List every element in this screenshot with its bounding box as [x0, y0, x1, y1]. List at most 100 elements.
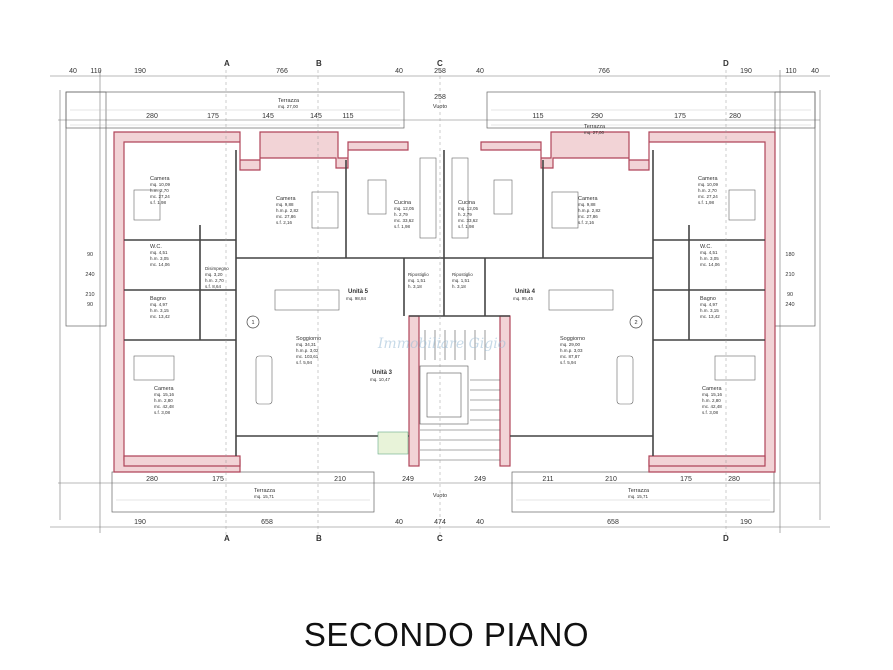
svg-text:210: 210	[334, 476, 346, 483]
svg-text:Soggiorno: Soggiorno	[560, 336, 585, 342]
svg-text:h. 2,79: h. 2,79	[394, 212, 408, 217]
svg-text:mc. 33,62: mc. 33,62	[458, 218, 478, 223]
svg-text:145: 145	[262, 113, 274, 120]
svg-text:mc. 42,48: mc. 42,48	[154, 404, 174, 409]
svg-text:h. 3,18: h. 3,18	[452, 284, 466, 289]
bottom-inner-dims: 280 175 210 249 249 211 210 175 280	[146, 476, 740, 483]
svg-text:110: 110	[785, 68, 796, 75]
svg-text:Camera: Camera	[578, 196, 599, 202]
svg-text:280: 280	[728, 476, 740, 483]
svg-text:Unità 5: Unità 5	[348, 289, 369, 295]
svg-text:mq. 12,05: mq. 12,05	[394, 206, 415, 211]
svg-text:190: 190	[134, 519, 146, 526]
svg-text:210: 210	[85, 292, 94, 298]
svg-text:40: 40	[395, 68, 403, 75]
svg-text:40: 40	[476, 519, 484, 526]
vuoto-bottom-label: Vuoto	[433, 493, 447, 499]
svg-text:mc. 14,06: mc. 14,06	[150, 262, 170, 267]
room-label-9: Soggiorno mq. 34,31 h.m.p. 3,02 mc. 103,…	[296, 336, 321, 365]
svg-text:mc. 14,06: mc. 14,06	[700, 262, 720, 267]
svg-text:mq. 15,71: mq. 15,71	[628, 494, 649, 499]
svg-text:175: 175	[674, 113, 686, 120]
svg-text:145: 145	[310, 113, 322, 120]
svg-text:115: 115	[532, 113, 543, 120]
svg-text:s.f. 1,98: s.f. 1,98	[394, 224, 411, 229]
svg-text:s.f. 1,98: s.f. 1,98	[150, 200, 167, 205]
svg-text:s.f. 2,16: s.f. 2,16	[578, 220, 595, 225]
marker-2: 2	[629, 315, 643, 329]
svg-text:mq. 15,16: mq. 15,16	[154, 392, 175, 397]
svg-text:W.C.: W.C.	[700, 244, 712, 250]
room-label-2: Camera mq. 9,88 h.m.p. 2,82 mc. 27,86 s.…	[276, 196, 299, 225]
svg-text:mc. 27,24: mc. 27,24	[698, 194, 718, 199]
svg-text:Terrazza: Terrazza	[628, 488, 650, 494]
svg-text:190: 190	[740, 68, 752, 75]
svg-text:mc. 27,86: mc. 27,86	[276, 214, 296, 219]
svg-text:258: 258	[434, 68, 446, 75]
svg-text:mc. 13,42: mc. 13,42	[150, 314, 170, 319]
svg-text:Bagno: Bagno	[150, 296, 166, 302]
svg-text:2: 2	[634, 320, 637, 326]
svg-text:h. 3,18: h. 3,18	[408, 284, 422, 289]
svg-text:766: 766	[598, 68, 610, 75]
svg-text:mq. 1,51: mq. 1,51	[408, 278, 426, 283]
svg-text:175: 175	[207, 113, 219, 120]
svg-text:mq. 1,51: mq. 1,51	[452, 278, 470, 283]
svg-text:Terrazza: Terrazza	[584, 124, 606, 130]
room-label-1: Camera mq. 10,09 h.m. 2,70 mc. 27,24 s.f…	[150, 176, 171, 205]
svg-text:90: 90	[87, 252, 93, 258]
svg-text:180: 180	[785, 252, 794, 258]
svg-text:s.f. 5,94: s.f. 5,94	[560, 360, 577, 365]
top-inner-dims: 280 175 145 145 115 115 290 175 280	[146, 113, 741, 120]
room-label-11: Camera mq. 15,16 h.m. 2,80 mc. 42,48 s.f…	[154, 386, 175, 415]
room-label-13: W.C. mq. 4,51 h.m. 3,05 mc. 14,06	[700, 244, 720, 267]
svg-text:280: 280	[729, 113, 741, 120]
svg-text:40: 40	[69, 68, 77, 75]
axis-d-bottom: D	[723, 534, 729, 543]
dimension-lines	[50, 70, 830, 533]
room-label-8: Bagno mq. 4,97 h.m. 3,15 mc. 13,42	[150, 296, 170, 319]
svg-text:474: 474	[434, 519, 446, 526]
svg-text:s.f. 3,08: s.f. 3,08	[702, 410, 719, 415]
svg-text:s.f. 5,94: s.f. 5,94	[296, 360, 313, 365]
svg-text:h.m. 2,80: h.m. 2,80	[702, 398, 721, 403]
svg-text:Camera: Camera	[698, 176, 719, 182]
svg-text:658: 658	[607, 519, 619, 526]
svg-text:mq. 9,88: mq. 9,88	[276, 202, 294, 207]
svg-text:mc. 33,62: mc. 33,62	[394, 218, 414, 223]
svg-text:mc. 13,42: mc. 13,42	[700, 314, 720, 319]
axis-a-top: A	[224, 59, 230, 68]
svg-text:Cucina: Cucina	[394, 200, 412, 206]
terrace-hatch	[70, 109, 811, 501]
svg-text:mq. 29,00: mq. 29,00	[560, 342, 581, 347]
svg-text:mc. 87,87: mc. 87,87	[560, 354, 580, 359]
svg-text:190: 190	[134, 68, 146, 75]
svg-text:Terrazza: Terrazza	[278, 98, 300, 104]
svg-text:mq. 9,88: mq. 9,88	[578, 202, 596, 207]
svg-text:Terrazza: Terrazza	[254, 488, 276, 494]
svg-text:mq. 4,51: mq. 4,51	[150, 250, 168, 255]
svg-text:h.m. 3,15: h.m. 3,15	[700, 308, 719, 313]
svg-text:Camera: Camera	[276, 196, 297, 202]
svg-text:h.m.p. 3,03: h.m.p. 3,03	[560, 348, 583, 353]
axis-c-top: C	[437, 59, 443, 68]
svg-text:240: 240	[785, 302, 794, 308]
svg-text:40: 40	[811, 68, 819, 75]
svg-text:h.m. 2,70: h.m. 2,70	[698, 188, 717, 193]
svg-text:mq. 15,16: mq. 15,16	[702, 392, 723, 397]
svg-text:s.f. 1,98: s.f. 1,98	[698, 200, 715, 205]
room-label-16: Ripostiglio mq. 1,51 h. 3,18	[408, 272, 429, 289]
room-label-10: Soggiorno mq. 29,00 h.m.p. 3,03 mc. 87,8…	[560, 336, 585, 365]
svg-text:280: 280	[146, 113, 158, 120]
svg-text:Unità 4: Unità 4	[515, 289, 536, 295]
svg-text:h.m.p. 2,82: h.m.p. 2,82	[578, 208, 601, 213]
svg-text:mc. 42,48: mc. 42,48	[702, 404, 722, 409]
svg-text:115: 115	[342, 113, 353, 120]
svg-text:Ripostiglio: Ripostiglio	[408, 272, 429, 277]
terrace-labels: Terrazza mq. 27,00 Terrazza mq. 27,00 Te…	[254, 98, 650, 499]
svg-text:Camera: Camera	[154, 386, 175, 392]
svg-text:mq. 15,71: mq. 15,71	[254, 494, 275, 499]
svg-text:h.m. 3,05: h.m. 3,05	[150, 256, 169, 261]
